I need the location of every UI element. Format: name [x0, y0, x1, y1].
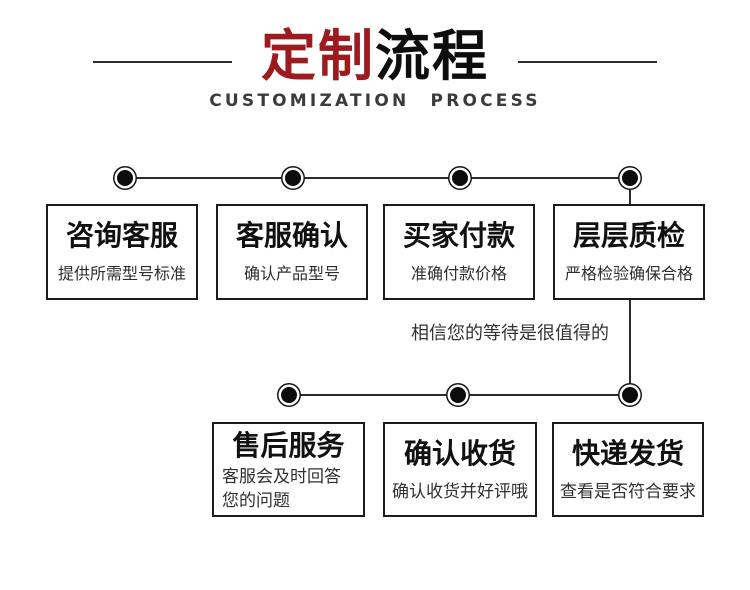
step-marker-5: [622, 387, 638, 403]
step-marker-3: [452, 170, 468, 186]
step-marker-6: [450, 387, 466, 403]
step-marker-4: [622, 170, 638, 186]
title-rule-left: [93, 61, 232, 63]
step-box-payment: 买家付款 准确付款价格: [383, 204, 535, 300]
step-title: 层层质检: [572, 219, 685, 252]
step-title: 客服确认: [235, 219, 348, 252]
step-box-confirm-receipt: 确认收货 确认收货并好评哦: [383, 422, 537, 517]
step-marker-7: [281, 387, 297, 403]
step-box-consult: 咨询客服 提供所需型号标准: [46, 204, 198, 300]
step-marker-2: [285, 170, 301, 186]
step-desc: 提供所需型号标准: [57, 264, 186, 283]
step-desc: 查看是否符合要求: [560, 482, 696, 502]
step-title: 买家付款: [402, 219, 515, 252]
step-title: 快递发货: [571, 437, 684, 470]
step-box-quality-check: 层层质检 严格检验确保合格: [553, 204, 705, 300]
step-box-shipping: 快递发货 查看是否符合要求: [552, 422, 704, 517]
page-subtitle: CUSTOMIZATION PROCESS: [209, 91, 541, 111]
step-desc: 严格检验确保合格: [564, 264, 693, 283]
waiting-note: 相信您的等待是很值得的: [411, 323, 609, 344]
step-marker-1: [117, 170, 133, 186]
step-title: 咨询客服: [65, 219, 178, 252]
step-title: 售后服务: [232, 429, 345, 462]
step-desc: 准确付款价格: [410, 264, 507, 283]
step-box-after-sale: 售后服务 客服会及时回答您的问题: [212, 422, 365, 517]
page-title-red-part: 定制: [260, 24, 375, 88]
step-desc: 客服会及时回答您的问题: [222, 467, 341, 511]
step-title: 确认收货: [403, 437, 516, 470]
page-title: 定制流程: [0, 24, 750, 88]
step-box-service-confirm: 客服确认 确认产品型号: [216, 204, 368, 300]
step-desc: 确认产品型号: [243, 264, 340, 283]
step-desc: 确认收货并好评哦: [392, 482, 528, 502]
title-rule-right: [518, 61, 657, 63]
flow-line-row1: [125, 177, 630, 179]
page-title-black-part: 流程: [375, 24, 490, 88]
